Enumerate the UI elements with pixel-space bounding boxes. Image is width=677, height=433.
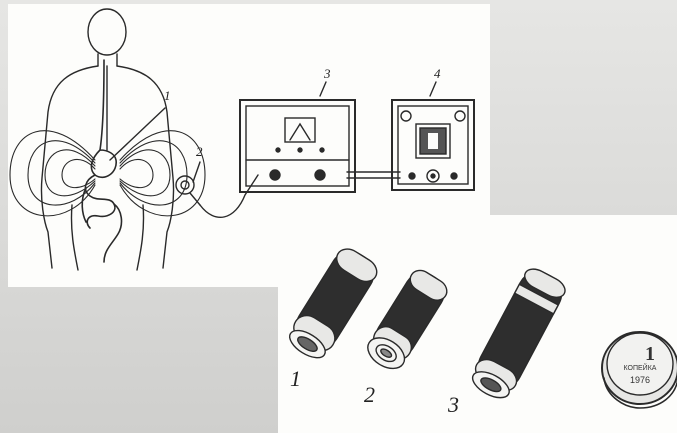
- capsule-1: [283, 244, 381, 364]
- human-body-outline: [41, 9, 173, 270]
- receiver-unit: [240, 82, 400, 192]
- coin-word: КОПЕЙКА: [624, 363, 657, 372]
- label-probe: 1: [164, 88, 171, 104]
- capsule-2: [362, 266, 451, 375]
- label-sensor: 2: [196, 144, 203, 160]
- digestive-tract: [82, 60, 121, 262]
- label-receiver: 3: [324, 66, 331, 82]
- coin-denomination: 1: [645, 343, 655, 365]
- capsule-label-1: 1: [290, 366, 301, 392]
- coin-year: 1976: [630, 375, 650, 385]
- display-unit: [392, 82, 474, 190]
- capsule-label-2: 2: [364, 382, 375, 408]
- capsule-3: [467, 265, 569, 404]
- capsule-label-3: 3: [448, 392, 459, 418]
- label-display: 4: [434, 66, 441, 82]
